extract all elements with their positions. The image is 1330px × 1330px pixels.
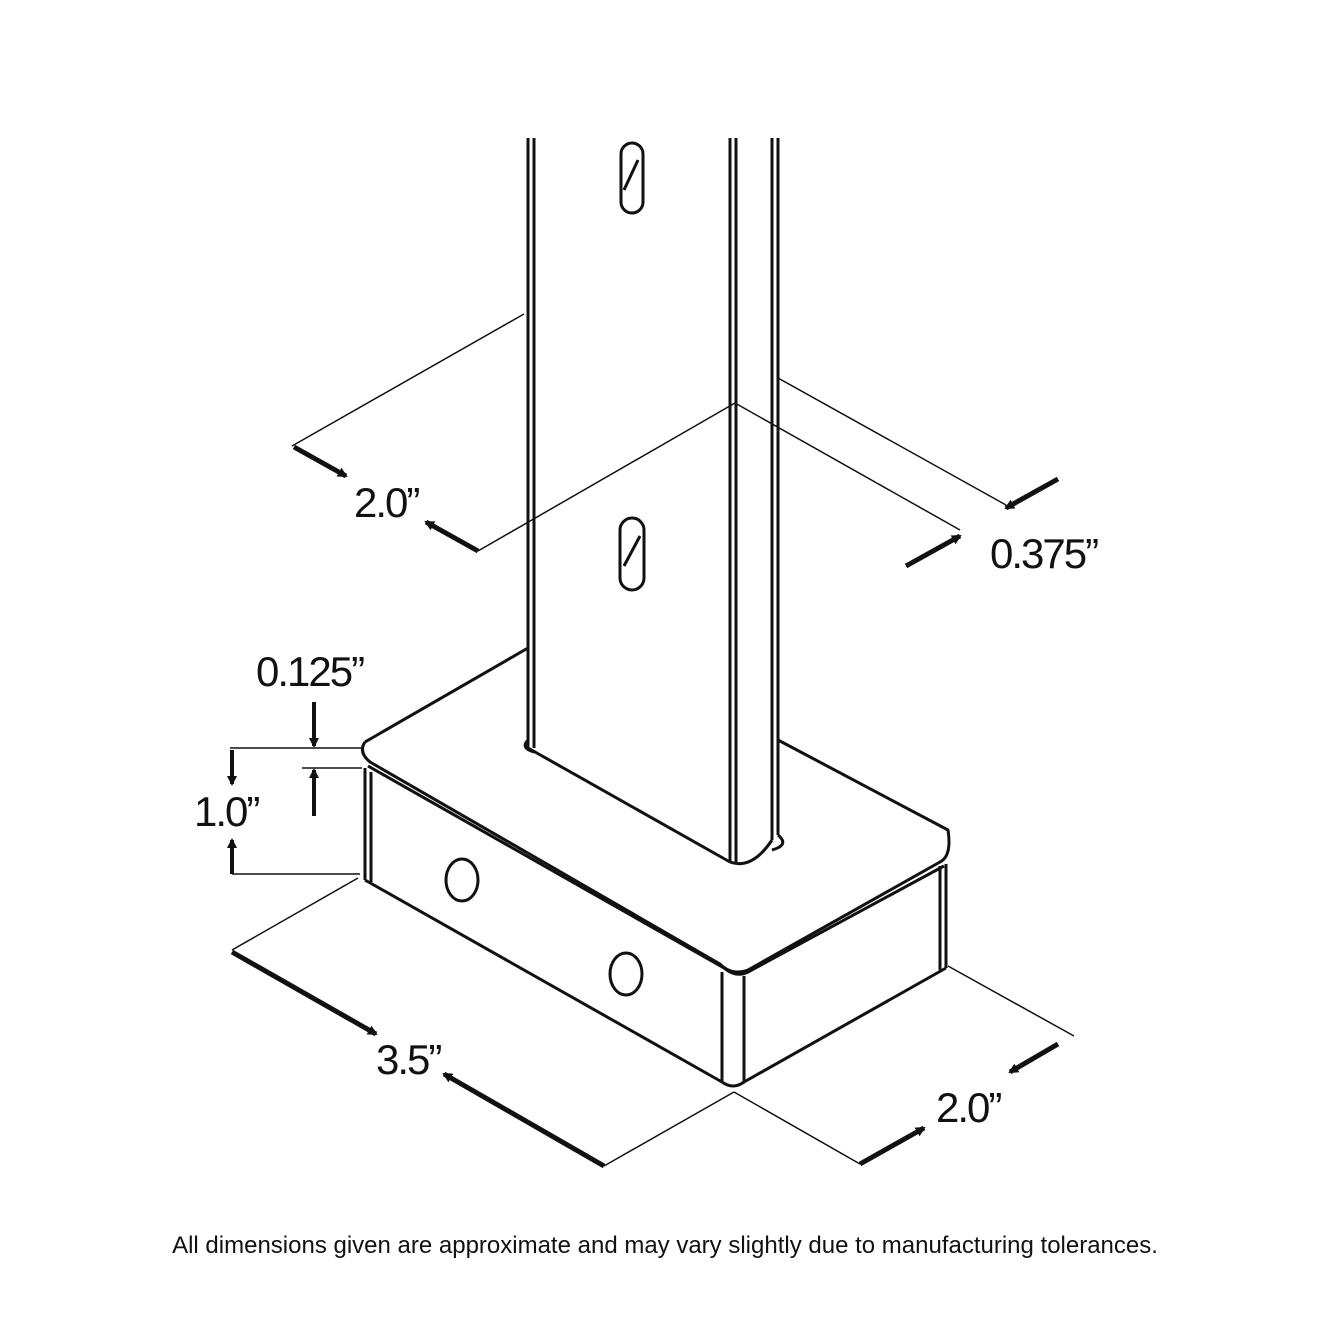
base-width-extension-left	[733, 1091, 861, 1165]
base-length-arrow-upper	[230, 949, 378, 1037]
plate-thickness-dimension	[230, 702, 362, 816]
post-width-dimension	[291, 313, 736, 554]
base-bottom-front-edge	[364, 878, 745, 1088]
right-base-hole	[608, 951, 644, 997]
base-width-extension-right	[947, 965, 1075, 1037]
post-thickness-dimension	[734, 377, 1060, 569]
left-base-hole	[444, 857, 480, 903]
base-width-dimension	[733, 965, 1075, 1167]
base-bottom-side-edge	[743, 966, 947, 1084]
post-bottom-front-edge	[527, 746, 731, 864]
post-width-label: 2.0”	[354, 479, 419, 526]
base-width-label: 2.0”	[936, 1084, 1001, 1131]
base-width-arrow-lower	[858, 1125, 926, 1167]
post-thickness-arrow-lower	[904, 533, 962, 569]
upper-slot	[619, 141, 645, 215]
post-thickness-label: 0.375”	[990, 530, 1098, 577]
upper-slot-mark	[622, 159, 640, 191]
lower-slot-mark	[622, 535, 642, 567]
post-slots	[618, 141, 646, 592]
plate-thickness-label: 0.125”	[256, 648, 364, 695]
post-width-extension-right	[477, 402, 736, 552]
base-length-arrow-lower	[442, 1071, 606, 1169]
base-holes	[444, 857, 644, 997]
base-length-dimension	[230, 877, 735, 1169]
base-top-outline	[360, 646, 951, 974]
base-length-label: 3.5”	[376, 1036, 441, 1083]
post-width-arrow-lower	[424, 519, 480, 554]
post-thickness-arrow-upper	[1004, 476, 1060, 511]
post-bottom-side-edge	[729, 839, 774, 866]
post	[526, 138, 780, 866]
disclaimer-note: All dimensions given are approximate and…	[172, 1232, 1158, 1259]
post-thickness-extension-top	[777, 377, 1007, 506]
base-top-cap-edge	[367, 764, 945, 976]
base-height-dimension	[227, 750, 360, 875]
base-height-label: 1.0”	[194, 788, 259, 835]
post-width-extension-left	[291, 313, 525, 447]
base	[360, 646, 951, 1088]
base-length-extension-right	[603, 1091, 735, 1167]
base-width-arrow-upper	[1008, 1041, 1060, 1075]
base-post-opening	[523, 738, 535, 754]
base-length-extension-left	[231, 877, 359, 951]
base-opening-right	[771, 833, 785, 852]
lower-slot	[618, 516, 646, 592]
post-thickness-extension-bottom	[734, 402, 961, 531]
post-width-arrow-upper	[292, 444, 348, 479]
